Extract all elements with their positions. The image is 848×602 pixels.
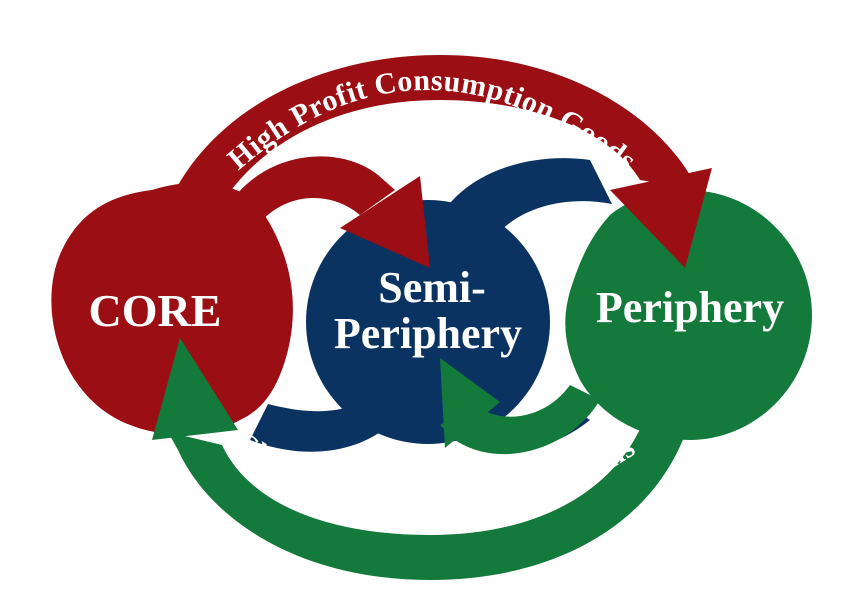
core-label: CORE bbox=[89, 285, 222, 336]
core-shape bbox=[51, 182, 293, 435]
inner-green-arrowhead bbox=[440, 358, 500, 448]
inner-green-arrow-band bbox=[440, 385, 600, 455]
periphery-shape bbox=[565, 190, 812, 440]
top-arc-arrowhead bbox=[610, 168, 712, 268]
periphery-node: Periphery bbox=[565, 190, 812, 440]
semi-periphery-label-line2: Periphery bbox=[334, 309, 522, 358]
semi-periphery-shape bbox=[306, 200, 550, 444]
periphery-label: Periphery bbox=[596, 283, 784, 332]
top-arc-band bbox=[168, 55, 700, 215]
bottom-arc-arrowhead bbox=[152, 338, 238, 440]
core-node: CORE bbox=[51, 182, 293, 435]
inner-red-arrow-band bbox=[232, 156, 395, 225]
semi-periphery-label-line1: Semi- bbox=[378, 263, 486, 312]
inner-red-arrowhead bbox=[340, 176, 430, 268]
semi-periphery-node: Semi- Periphery bbox=[306, 200, 550, 444]
bottom-arc-band bbox=[168, 410, 690, 580]
